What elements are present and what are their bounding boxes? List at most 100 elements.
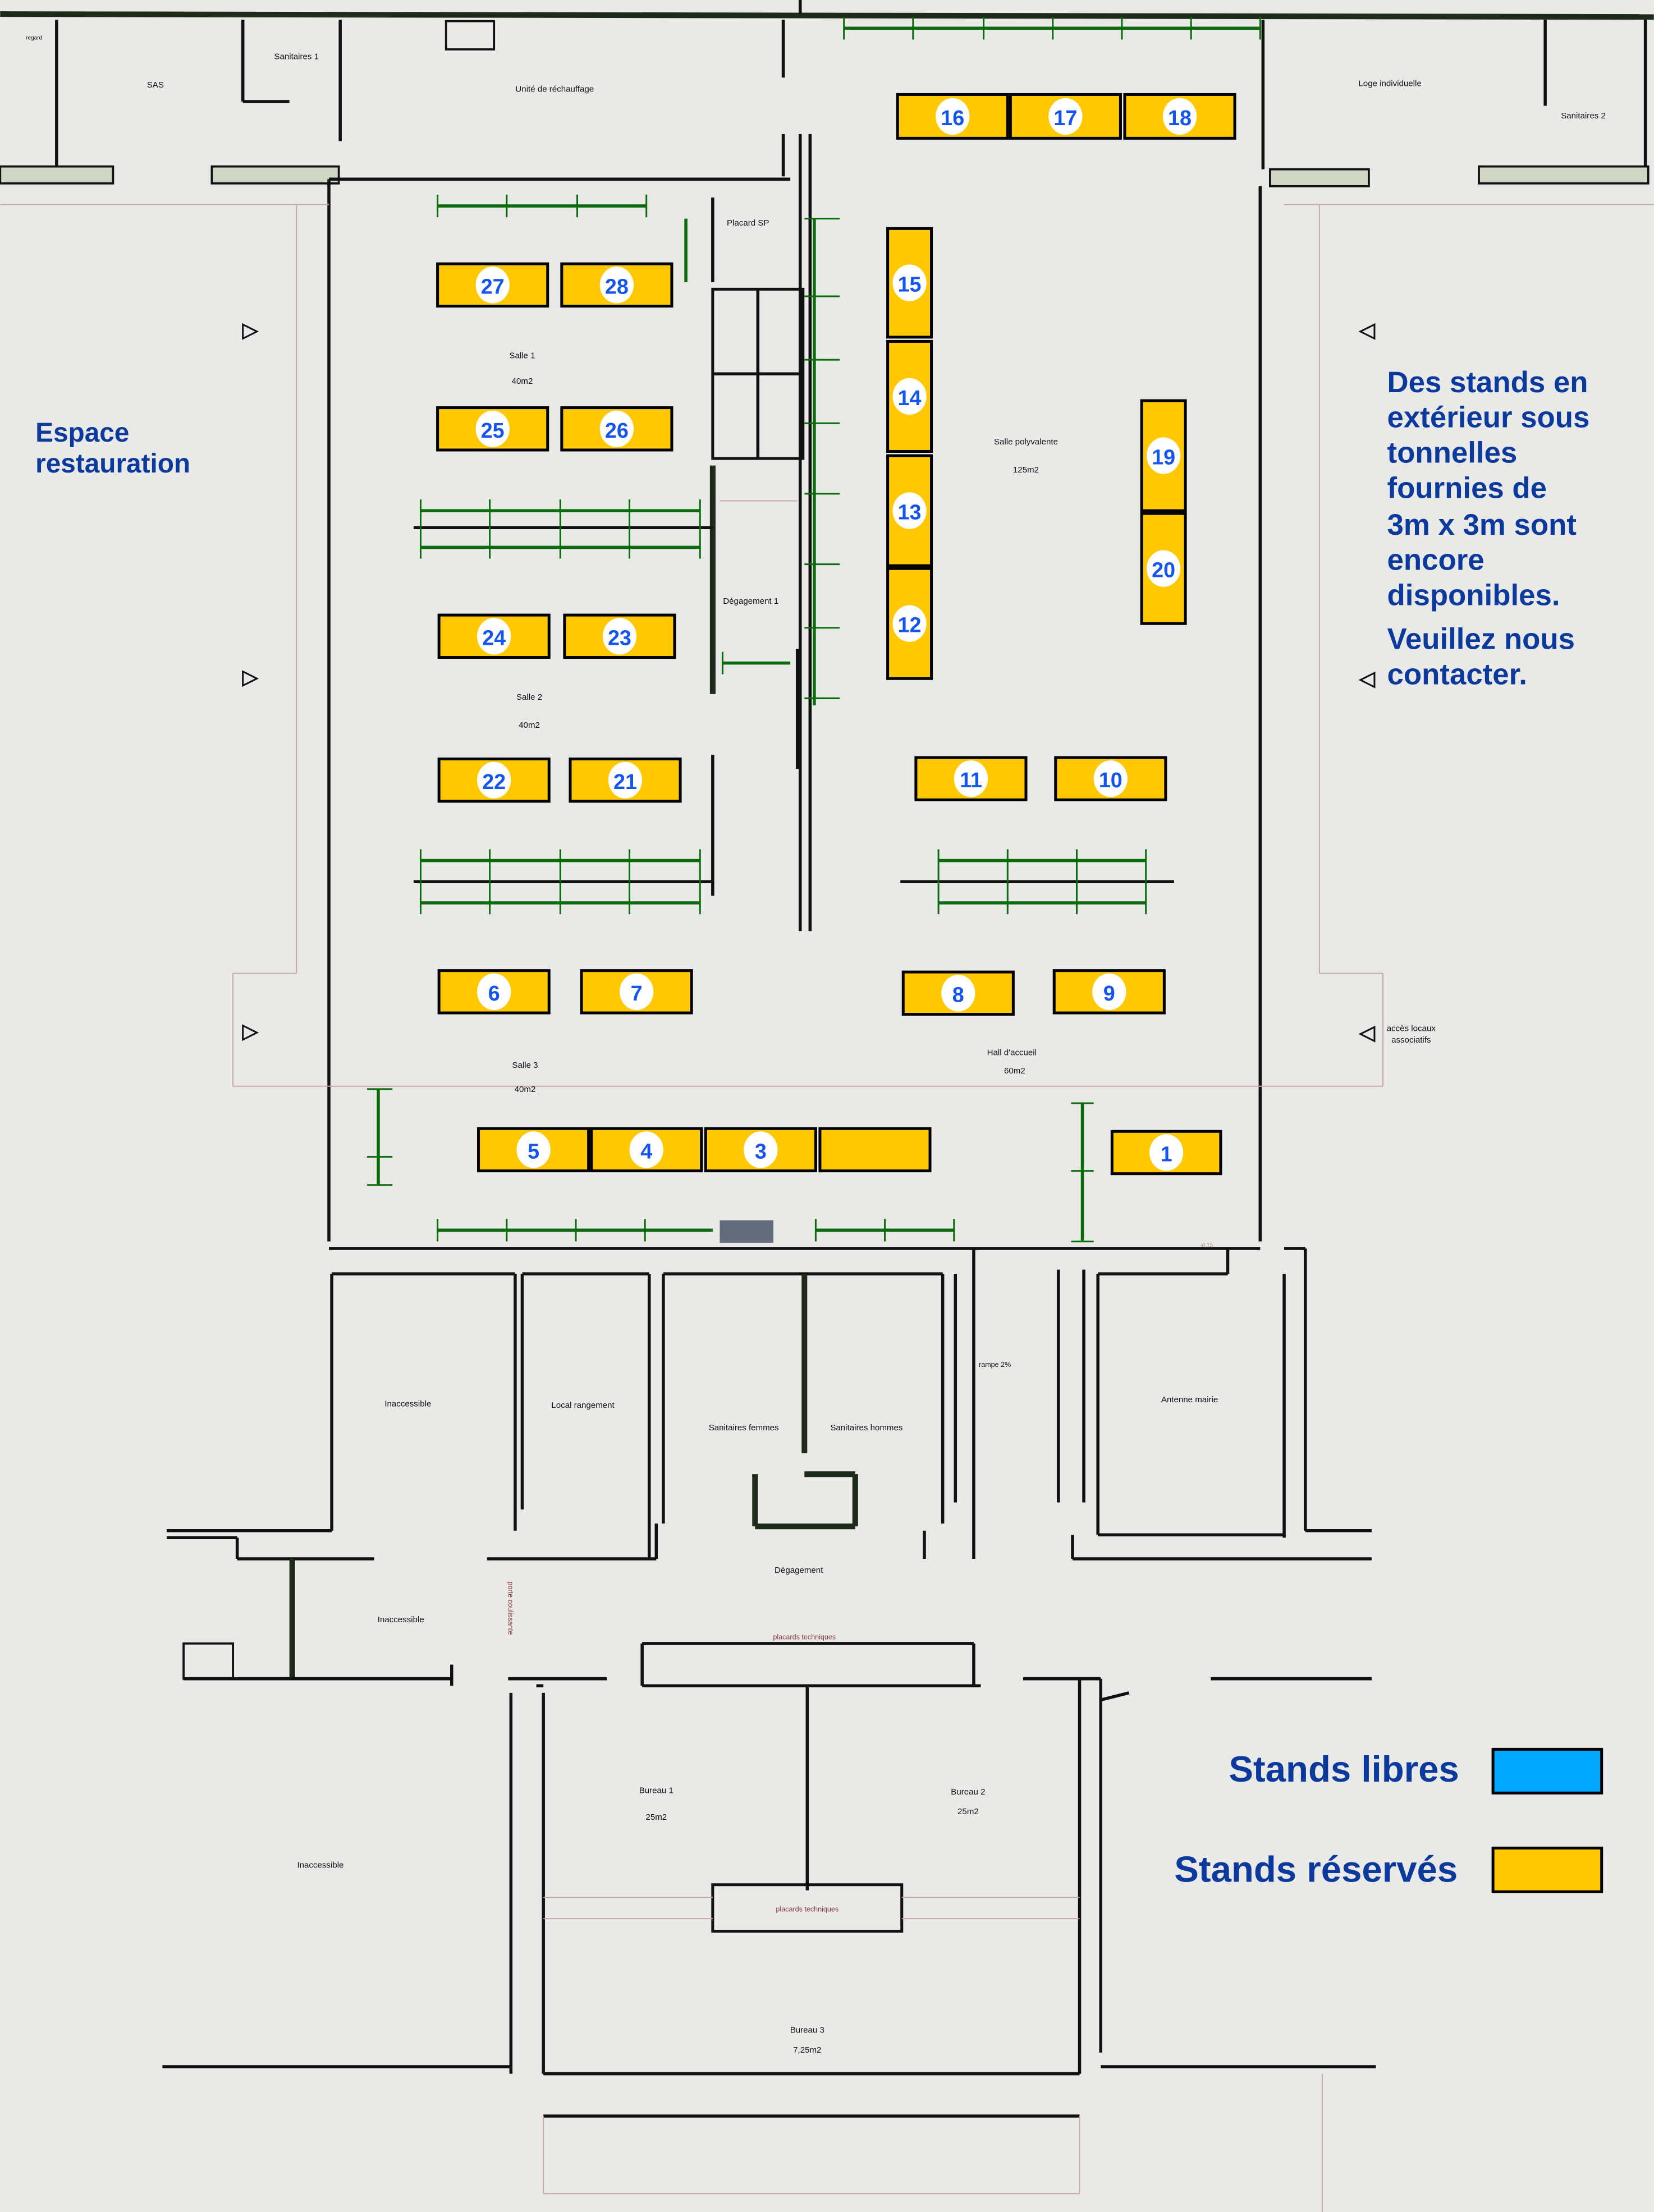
room-area: 25m2: [645, 1812, 667, 1822]
stand-number-badge: [941, 975, 975, 1012]
room-label: Placard SP: [727, 218, 769, 228]
stand-17[interactable]: 17: [1009, 93, 1122, 140]
stand-number: 3: [755, 1139, 767, 1163]
stand-unnumbered[interactable]: [818, 1127, 932, 1173]
stand-4[interactable]: 4: [590, 1127, 703, 1173]
stand-5[interactable]: 5: [477, 1127, 590, 1173]
room-label: Unité de réchauffage: [515, 84, 594, 94]
room-area: 40m2: [519, 720, 540, 730]
stand-number-badge: [475, 267, 510, 304]
arrow-left-icon: [1358, 1025, 1376, 1043]
room-label: placards techniques: [776, 1906, 839, 1913]
legend-label-reserved: Stands réservés: [1174, 1849, 1458, 1890]
stand-number-badge: [1146, 437, 1181, 474]
stand-number: 11: [960, 768, 982, 792]
stand-number-badge: [477, 618, 511, 655]
stand-26[interactable]: 26: [560, 406, 673, 452]
stand-12[interactable]: 12: [886, 567, 933, 680]
stand-22[interactable]: 22: [437, 758, 551, 803]
stand-11[interactable]: 11: [914, 756, 1028, 801]
stand-23[interactable]: 23: [563, 613, 676, 659]
stand-8[interactable]: 8: [901, 970, 1015, 1016]
stand-number: 15: [898, 273, 922, 296]
stand-16[interactable]: 16: [896, 93, 1009, 140]
stand-number: 7: [631, 981, 643, 1005]
room-area: 60m2: [1004, 1066, 1025, 1076]
stand-14[interactable]: 14: [886, 339, 933, 453]
stand-number: 4: [640, 1139, 652, 1163]
entrance-arrows: [242, 323, 1376, 1043]
stand-number-badge: [599, 410, 634, 447]
room-label: rampe 2%: [979, 1361, 1011, 1369]
stand-19[interactable]: 19: [1140, 399, 1187, 512]
stand-number: 6: [488, 981, 500, 1005]
stand-21[interactable]: 21: [569, 758, 682, 803]
stand-24[interactable]: 24: [437, 613, 551, 659]
stand-number: 27: [481, 274, 505, 298]
arrow-right-icon: [242, 670, 259, 687]
access-label: accès locaux: [1387, 1024, 1436, 1034]
room-label: placards techniques: [773, 1633, 836, 1641]
room-label: Salle 1: [509, 351, 535, 361]
stand-13[interactable]: 13: [886, 454, 933, 567]
legend-label-free: Stands libres: [1229, 1749, 1459, 1789]
right-note-line: extérieur sous: [1387, 401, 1590, 434]
arrow-right-icon: [242, 323, 259, 340]
stand-3[interactable]: 3: [704, 1127, 817, 1173]
room-label: regard: [26, 35, 42, 41]
room-area: 125m2: [1013, 465, 1039, 475]
right-note-line: tonnelles: [1387, 437, 1518, 470]
room-label: Dégagement 1: [723, 596, 778, 606]
stand-number: 14: [898, 386, 922, 410]
stand-1[interactable]: 1: [1110, 1130, 1222, 1176]
stand-7[interactable]: 7: [580, 969, 693, 1015]
stand-number-badge: [1149, 1134, 1184, 1171]
stand-15[interactable]: 15: [886, 227, 933, 339]
stand-25[interactable]: 25: [436, 406, 549, 452]
stand-number: 1: [1161, 1142, 1172, 1165]
stand-number: 8: [952, 983, 964, 1006]
stand-number: 24: [482, 626, 506, 649]
stand-number-badge: [954, 760, 988, 797]
room-label: Sanitaires hommes: [830, 1423, 902, 1433]
room-label: Loge individuelle: [1358, 79, 1421, 88]
room-label: Hall d'accueil: [987, 1048, 1037, 1057]
railings: [366, 17, 1261, 1242]
stand-number: 12: [898, 613, 922, 637]
stand-27[interactable]: 27: [436, 262, 549, 308]
stand-number-badge: [892, 264, 927, 301]
stand-number-badge: [475, 410, 510, 447]
stand-number: 5: [528, 1139, 539, 1163]
left-note-line: restauration: [35, 449, 190, 479]
stand-number-badge: [477, 973, 511, 1011]
stand-18[interactable]: 18: [1123, 93, 1236, 140]
right-note-line: 3m x 3m sont: [1387, 508, 1577, 541]
stand-box[interactable]: [818, 1127, 932, 1173]
room-label: Bureau 2: [951, 1787, 985, 1797]
room-area: 40m2: [515, 1085, 536, 1094]
room-label: Inaccessible: [297, 1861, 343, 1870]
stand-number: 20: [1152, 558, 1175, 582]
legend-swatch-free: [1491, 1747, 1603, 1795]
right-note-line: encore: [1387, 544, 1485, 577]
arrow-right-icon: [242, 1024, 259, 1041]
stand-number-badge: [892, 492, 927, 529]
arrow-left-icon: [1358, 323, 1376, 340]
stand-28[interactable]: 28: [560, 262, 673, 308]
stand-number: 21: [613, 770, 637, 793]
stand-number-badge: [619, 973, 654, 1011]
stand-6[interactable]: 6: [437, 969, 551, 1015]
room-area: 25m2: [957, 1807, 979, 1816]
stand-20[interactable]: 20: [1140, 512, 1187, 625]
room-label: Salle 2: [516, 692, 542, 702]
stand-number-badge: [744, 1131, 778, 1168]
left-note: Espace restauration: [35, 418, 190, 479]
stand-9[interactable]: 9: [1052, 969, 1166, 1015]
stand-10[interactable]: 10: [1054, 756, 1167, 801]
stand-number-badge: [629, 1131, 663, 1168]
room-label: Inaccessible: [378, 1615, 424, 1624]
room-label: Antenne mairie: [1161, 1395, 1218, 1405]
stand-number: 25: [481, 419, 505, 442]
